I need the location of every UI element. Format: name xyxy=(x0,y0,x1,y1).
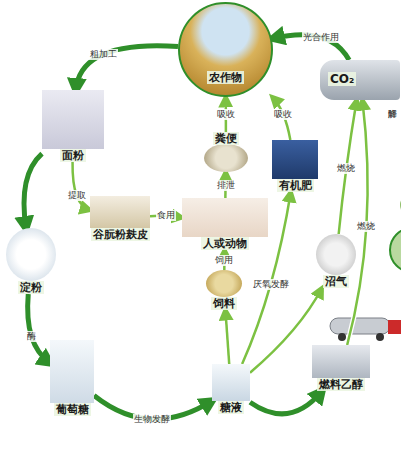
node-label: 糖液 xyxy=(202,401,260,414)
image-node: 谷朊粉麸皮 xyxy=(90,196,150,241)
node-text: 人或动物 xyxy=(201,237,249,250)
edge-label: 燃烧 xyxy=(356,221,376,232)
illustration xyxy=(204,144,248,172)
edge-label: 吸收 xyxy=(216,109,236,120)
illustration xyxy=(312,345,370,378)
node-text: 葡萄糖 xyxy=(54,403,91,416)
illustration xyxy=(90,196,150,228)
connector-halo xyxy=(73,162,90,210)
image-node: 淀粉 xyxy=(6,228,56,294)
image-node: 农作物 xyxy=(178,2,273,97)
node-label: 有机肥 xyxy=(262,179,328,192)
edge-label: 提取 xyxy=(67,190,87,201)
node-label: 农作物 xyxy=(168,71,283,84)
flow-arrow xyxy=(225,310,229,364)
node-label: 谷朊粉麸皮 xyxy=(80,228,160,241)
edge-label: 吸收 xyxy=(273,109,293,120)
image-node: 饲料 xyxy=(206,270,242,310)
illustration xyxy=(316,234,356,275)
illustration xyxy=(42,90,104,149)
edge-label: 燃烧 xyxy=(336,163,356,174)
node-label: 淀粉 xyxy=(0,281,66,294)
tanker-truck xyxy=(330,318,401,341)
edge-label: 排泄 xyxy=(216,180,236,191)
node-text: 粪便 xyxy=(213,132,239,145)
illustration xyxy=(182,198,268,237)
node-text: 淀粉 xyxy=(18,281,44,294)
node-text: 有机肥 xyxy=(277,179,314,192)
node-text: 谷朊粉麸皮 xyxy=(91,228,150,241)
node-text: 糖液 xyxy=(218,401,244,414)
image-node: 面粉 xyxy=(42,90,104,162)
node-text: 沼气 xyxy=(323,275,349,288)
node-text: 面粉 xyxy=(60,149,86,162)
node-label: 粪便 xyxy=(194,132,258,145)
node-label: 葡萄糖 xyxy=(40,403,104,416)
edge-label: 光合作用 xyxy=(302,32,340,43)
cycle-arrow xyxy=(28,294,50,363)
illustration xyxy=(272,140,318,179)
edge-label: 饲用 xyxy=(214,255,234,266)
edge-label: 粗加工 xyxy=(89,49,118,60)
node-label: 饲料 xyxy=(196,297,252,310)
cycle-arrow xyxy=(250,391,322,414)
image-node: CO₂ xyxy=(320,60,400,100)
cycle-arrow xyxy=(24,154,42,228)
connector-halo xyxy=(225,310,229,364)
edge-label: 食用 xyxy=(156,210,176,221)
node-text: 燃料乙醇 xyxy=(317,378,365,391)
node-label: CO₂ xyxy=(328,73,356,86)
node-label: 人或动物 xyxy=(172,237,278,250)
node-label: 燃料乙醇 xyxy=(302,378,380,391)
flow-arrow xyxy=(73,162,90,210)
image-node: 糖液 xyxy=(212,364,250,414)
image-node: 葡萄糖 xyxy=(50,340,94,416)
node-text: 饲料 xyxy=(211,297,237,310)
illustration xyxy=(6,228,56,281)
edge-label: 生物发酵 xyxy=(133,414,171,425)
image-node: 沼气 xyxy=(316,234,356,288)
illustration xyxy=(50,340,94,403)
illustration xyxy=(212,364,250,401)
image-node: 有机肥 xyxy=(272,140,318,192)
image-node: 人或动物 xyxy=(182,198,268,250)
edge-label: 厌氧发酵 xyxy=(252,279,290,290)
illustration xyxy=(206,270,242,297)
node-text: 农作物 xyxy=(207,71,244,84)
partial-circle xyxy=(390,228,401,272)
node-label: 面粉 xyxy=(32,149,114,162)
image-node: 燃料乙醇 xyxy=(312,345,370,391)
partial-circle xyxy=(400,195,401,215)
node-text: CO₂ xyxy=(328,72,356,86)
image-node: 粪便 xyxy=(204,132,248,172)
cycle-arrow xyxy=(76,46,178,90)
edge-label: 酶 xyxy=(26,331,37,342)
node-label: 沼气 xyxy=(306,275,366,288)
